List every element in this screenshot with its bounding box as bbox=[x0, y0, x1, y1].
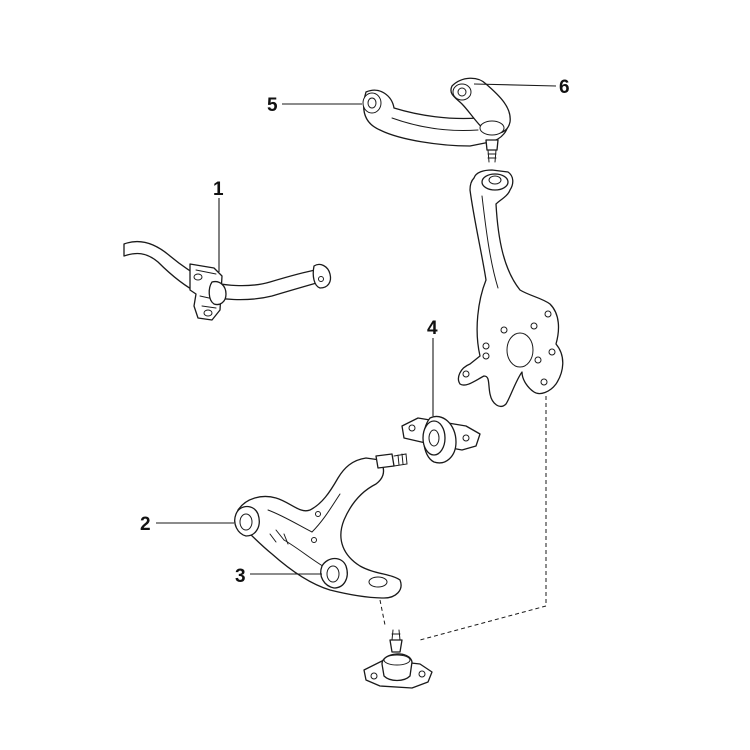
upper-arm-bushing-rear bbox=[452, 83, 472, 101]
steering-knuckle bbox=[457, 169, 564, 408]
callout-1: 1 bbox=[213, 179, 224, 200]
callout-4: 4 bbox=[427, 318, 438, 339]
assembly-dashed-lines bbox=[379, 396, 547, 641]
lower-control-arm bbox=[234, 453, 408, 599]
stabilizer-bushing-bolt-bottom bbox=[203, 309, 213, 317]
leader-lines bbox=[156, 83, 557, 575]
upper-arm-bushing-front bbox=[362, 92, 382, 114]
callout-6: 6 bbox=[559, 77, 570, 98]
lower-ball-joint bbox=[363, 629, 433, 689]
stabilizer-bushing-bolt-top bbox=[193, 273, 203, 281]
lower-arm-rear-bushing bbox=[401, 415, 481, 464]
callout-5: 5 bbox=[267, 95, 278, 116]
upper-ball-joint-seat bbox=[479, 120, 505, 136]
upper-control-arm bbox=[362, 77, 511, 163]
stabilizer-bar bbox=[123, 241, 332, 321]
callout-3: 3 bbox=[235, 566, 246, 587]
callout-2: 2 bbox=[140, 514, 151, 535]
